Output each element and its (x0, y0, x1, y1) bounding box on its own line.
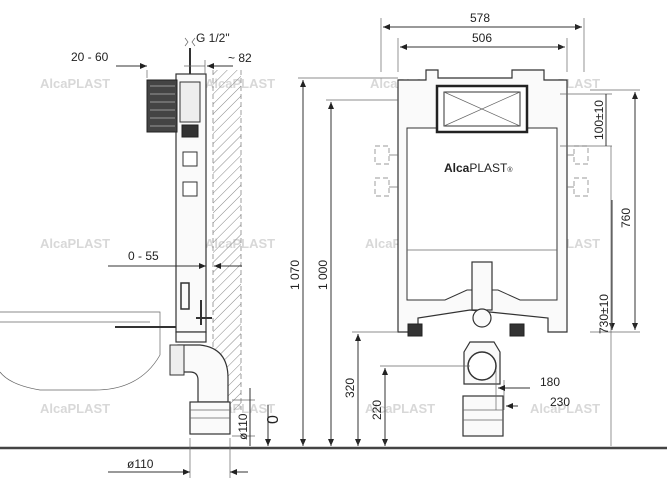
brand-bold: Alca (444, 161, 470, 175)
watermark: AlcaPLAST (40, 401, 110, 416)
left-bracket (374, 177, 390, 197)
watermark: AlcaPLAST (530, 401, 600, 416)
dim-frame-height: 760 (619, 208, 633, 228)
floor-zero-label: 0 (265, 415, 282, 424)
watermark: AlcaPLAST (40, 236, 110, 251)
dim-pipe-horizontal: ø110 (127, 457, 154, 471)
foot-left (407, 323, 423, 337)
inlet-label: G 1/2" (196, 31, 230, 45)
side-view: G 1/2" 20 - 60 ~ 82 0 - 55 ø110 0 (0, 31, 282, 478)
dim-support-height: 730±10 (597, 294, 611, 334)
brand-logo: AlcaPLAST® (444, 161, 513, 175)
flush-outlet (472, 308, 492, 328)
right-bracket (573, 177, 589, 197)
foot-right (509, 323, 525, 337)
flush-pipe (471, 261, 493, 311)
bracket (182, 151, 198, 167)
toilet-bowl (0, 311, 161, 391)
right-bracket (573, 145, 589, 165)
dim-adjust: 0 - 55 (128, 249, 159, 263)
drain-pipe-front (462, 395, 504, 437)
dim-depth: ~ 82 (228, 51, 252, 65)
drain-elbow (177, 344, 229, 403)
dim-outlet-spacing-1: 180 (540, 375, 560, 389)
dim-total-height-1: 1 070 (288, 260, 302, 290)
cistern-front (406, 127, 558, 301)
bracket (181, 124, 199, 138)
dim-wall-offset: 20 - 60 (71, 50, 109, 64)
drain-circle (467, 351, 497, 381)
dim-total-height-2: 1 000 (316, 260, 330, 290)
valve-body (179, 81, 201, 123)
brand-reg: ® (507, 166, 513, 174)
dim-outlet-spacing-2: 230 (550, 395, 570, 409)
dim-outlet-height: 220 (370, 400, 384, 420)
leg-clip (180, 282, 190, 310)
dim-inner-width: 506 (472, 31, 492, 45)
cistern-side (146, 79, 178, 133)
bracket (182, 181, 198, 197)
dim-pipe-vertical: ø110 (236, 413, 250, 440)
watermark: AlcaPLAST (40, 76, 110, 91)
dim-outer-width: 578 (470, 11, 490, 25)
watermark: AlcaPLAST (365, 401, 435, 416)
front-view: 578 506 AlcaPLAST® (288, 11, 640, 446)
brand-light: PLAST (469, 161, 508, 175)
dim-button-offset: 100±10 (592, 100, 606, 140)
left-bracket (374, 145, 390, 165)
dim-drain-height: 320 (343, 378, 357, 398)
